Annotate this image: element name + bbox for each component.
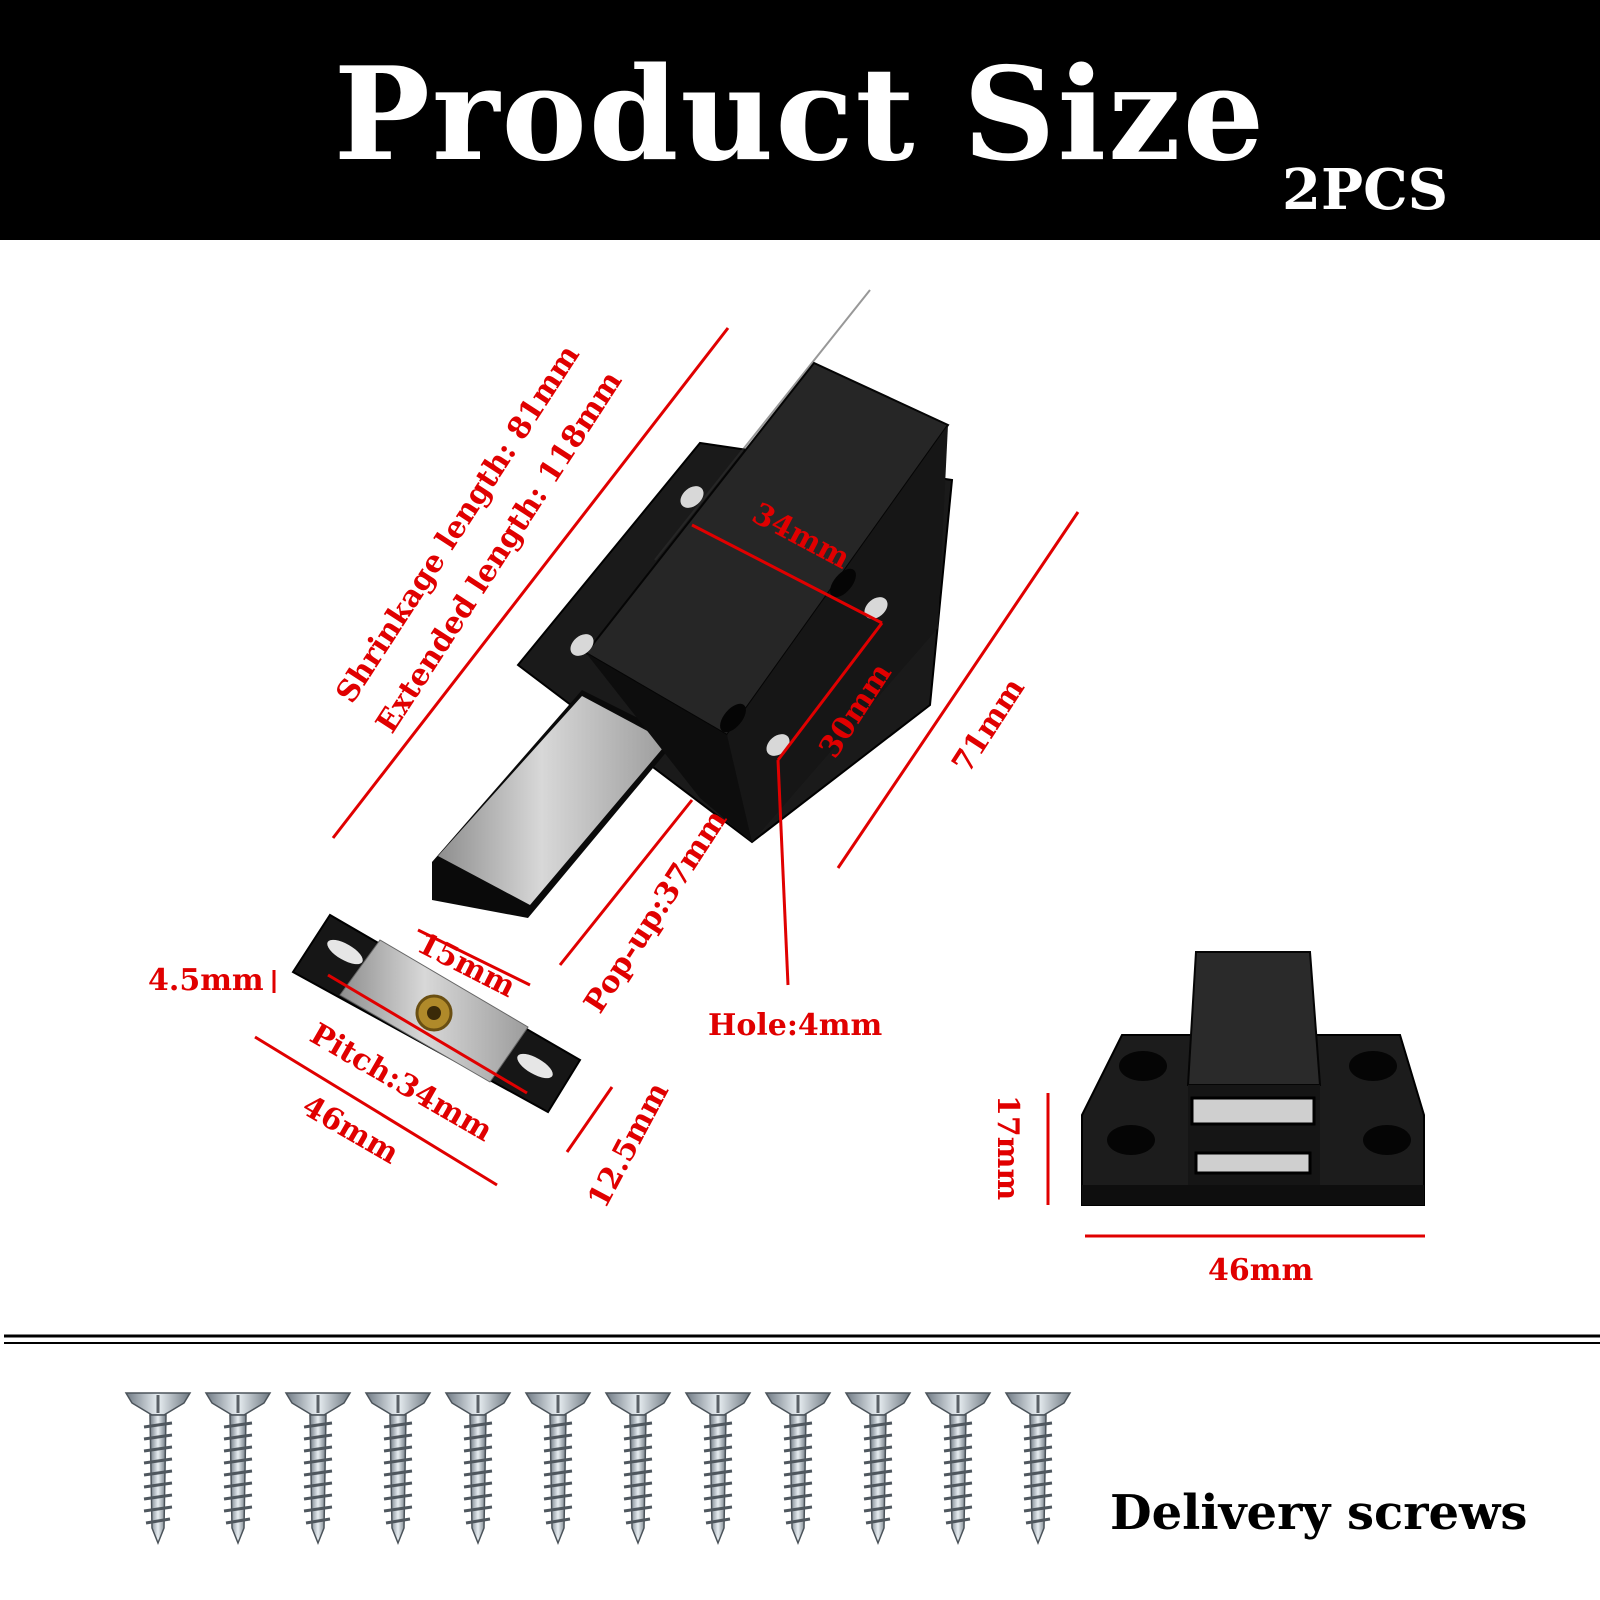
section-divider [4, 1334, 1600, 1344]
quantity-badge: 2PCS [1282, 157, 1449, 223]
screw-2 [204, 1391, 272, 1545]
strike-plate [291, 913, 582, 1114]
screw-8 [684, 1391, 752, 1545]
latch-main-view [432, 289, 954, 918]
plate-width-label: 12.5mm [581, 1077, 676, 1214]
dimension-lines [254, 327, 1425, 1238]
hole-size-label: Hole:4mm [708, 1008, 883, 1043]
plate-thickness-label: 4.5mm [148, 963, 264, 998]
screw-10 [844, 1391, 912, 1545]
page-title: Product Size [333, 40, 1267, 190]
screw-4 [364, 1391, 432, 1545]
front-width-label: 46mm [1208, 1253, 1313, 1288]
front-height-label: 17mm [990, 1095, 1025, 1200]
screw-11 [924, 1391, 992, 1545]
screw-1 [124, 1391, 192, 1545]
screw-12 [1004, 1391, 1072, 1545]
delivery-screws [124, 1391, 1072, 1545]
screw-9 [764, 1391, 832, 1545]
latch-front-view [1081, 951, 1425, 1206]
screw-7 [604, 1391, 672, 1545]
screw-5 [444, 1391, 512, 1545]
screw-3 [284, 1391, 352, 1545]
screw-6 [524, 1391, 592, 1545]
delivery-screws-label: Delivery screws [1110, 1485, 1528, 1541]
header-banner: Product Size 2PCS [0, 0, 1600, 240]
plate-length-label: 46mm [296, 1089, 405, 1172]
